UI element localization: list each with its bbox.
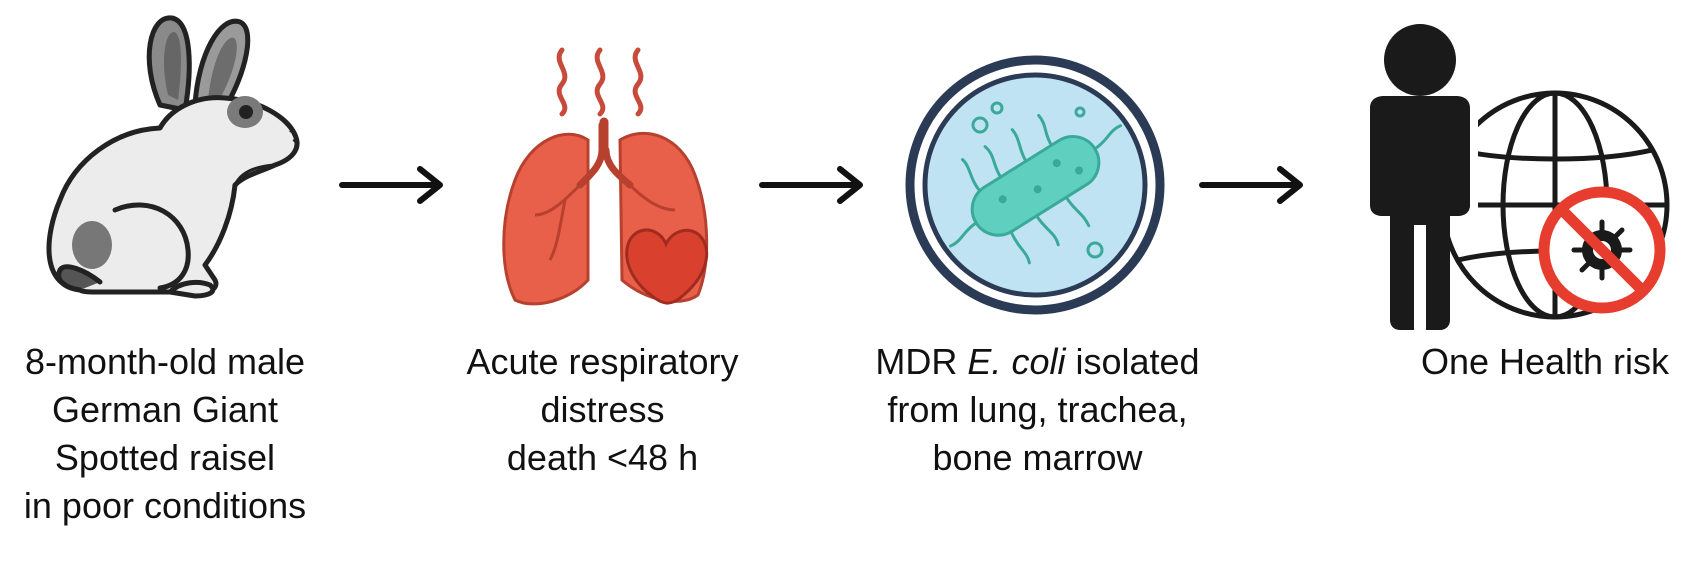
- arrow-right-icon: [1199, 166, 1303, 204]
- stage-petri: [895, 0, 1175, 330]
- person-globe-no-microbe-icon: [1370, 24, 1670, 330]
- caption-one-health: One Health risk: [1400, 338, 1690, 386]
- arrow-right-icon: [339, 166, 443, 204]
- stage-one-health: [1340, 0, 1680, 330]
- caption-line: Spotted raisel: [54, 437, 276, 478]
- organism-name: E. coli: [967, 341, 1066, 382]
- petri-dish-bacterium-icon: [905, 55, 1165, 315]
- arrow-right-icon: [759, 166, 863, 204]
- caption-line-suffix: isolated: [1065, 341, 1200, 382]
- caption-petri: MDR E. coli isolated from lung, trachea,…: [865, 338, 1210, 482]
- stage-rabbit: [20, 0, 310, 330]
- caption-line: MDR E. coli isolated: [865, 338, 1210, 386]
- caption-line: 8-month-old male: [24, 341, 306, 382]
- caption-line: distress: [540, 389, 665, 430]
- caption-line: bone marrow: [932, 437, 1143, 478]
- caption-line: in poor conditions: [23, 485, 307, 526]
- caption-line-prefix: MDR: [875, 341, 968, 382]
- lungs-heart-icon: [502, 47, 709, 306]
- rabbit-icon: [46, 15, 300, 299]
- caption-line: German Giant: [51, 389, 279, 430]
- caption-line: from lung, trachea,: [887, 389, 1188, 430]
- caption-lungs: Acute respiratory distress death <48 h: [430, 338, 775, 482]
- caption-rabbit: 8-month-old male German Giant Spotted ra…: [0, 338, 330, 530]
- caption-line: One Health risk: [1420, 341, 1670, 382]
- caption-line: death <48 h: [506, 437, 699, 478]
- caption-line: Acute respiratory: [466, 341, 739, 382]
- stage-lungs: [470, 0, 750, 330]
